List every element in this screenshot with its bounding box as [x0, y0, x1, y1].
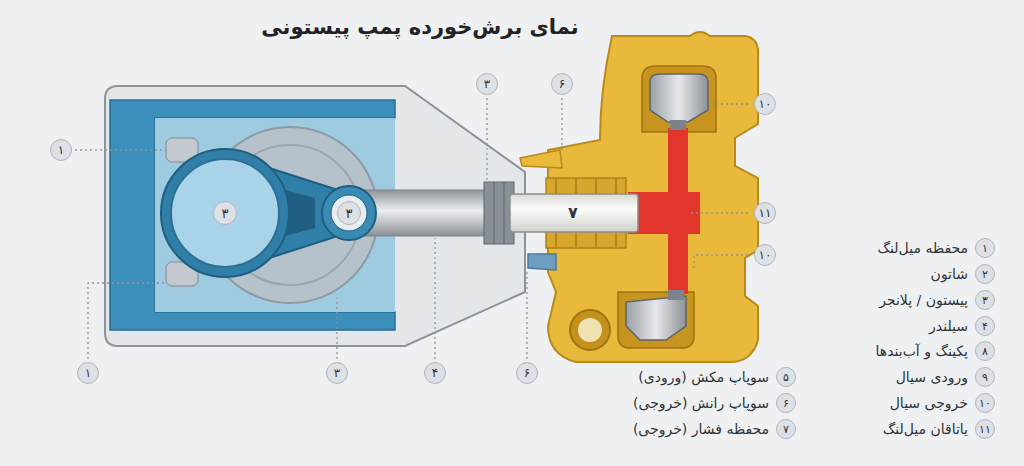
callout-number: ۶	[783, 398, 789, 409]
small-end	[322, 186, 376, 240]
callout-number: ۱۱	[979, 424, 991, 435]
part-name: یاتاقان میل‌لنگ	[883, 421, 968, 438]
callout-number: ۱۰	[759, 249, 772, 261]
plunger-rod	[360, 190, 488, 236]
callout-circle: ۱۰	[975, 393, 995, 413]
part-name: سوپاپ رانش (خروجی)	[633, 395, 769, 412]
part-name: محفظه میل‌لنگ	[878, 240, 968, 257]
callout-number: ۸	[982, 346, 988, 357]
callout-number: ۳	[484, 78, 490, 90]
head-fin	[520, 150, 562, 168]
callout-number: ۴	[432, 367, 438, 379]
callout-circle: ۱۱	[754, 202, 776, 224]
crankcase-housing	[105, 86, 525, 346]
callout-circle: ۳	[476, 73, 498, 95]
callout-circle: ۶	[551, 73, 573, 95]
callout-number: ۳	[334, 367, 340, 379]
callout-number: ۶	[524, 367, 530, 379]
callout-number: ۱۰	[759, 98, 772, 110]
part-name: خروجی سیال	[890, 395, 968, 412]
crank-disc	[171, 159, 279, 267]
callout-circle: ۲	[975, 264, 995, 284]
leader-line	[75, 98, 748, 359]
callout-number: ۱	[85, 367, 91, 379]
callout-circle: ۷	[776, 419, 796, 439]
callout-number: ۳	[222, 207, 229, 220]
crankcase-cavity	[155, 118, 395, 312]
callout-circle: ۵	[776, 367, 796, 387]
valve-chamber	[618, 292, 694, 348]
callout-circle: ۸	[975, 341, 995, 361]
crankcase-frame	[110, 100, 395, 330]
callout-circle: ۱۱	[975, 419, 995, 439]
callout-number: ۷	[783, 424, 789, 435]
callout-number: ۶	[559, 78, 565, 90]
callout-circle: ۴	[424, 362, 446, 384]
crank-ring	[161, 149, 289, 277]
part-name: ورودی سیال	[896, 369, 968, 386]
inlet-port	[570, 310, 610, 350]
part-name: سوپاپ مکش (ورودی)	[638, 369, 769, 386]
callout-circle: ۳	[975, 290, 995, 310]
discharge-valve	[650, 74, 708, 122]
callout-circle: ۱	[77, 362, 99, 384]
callout-circle: ۱	[50, 139, 72, 161]
callout-circle: ۹	[975, 367, 995, 387]
callout-number: ۳	[982, 295, 988, 306]
callout-circle: ۳	[337, 201, 361, 225]
piston	[510, 194, 638, 232]
part-name: شاتون	[931, 266, 968, 283]
valve-chamber	[642, 66, 716, 132]
callout-number: ۱۰	[979, 398, 991, 409]
callout-circle: ۳	[326, 362, 348, 384]
part-name: پیستون / پلانجر	[879, 292, 968, 309]
callout-number: ۱	[982, 243, 988, 254]
callout-number: ۱۱	[759, 207, 772, 219]
part-name: سیلندر	[929, 318, 968, 335]
callout-number: ۵	[783, 372, 789, 383]
callout-number: ۹	[982, 372, 988, 383]
suction-valve	[626, 296, 686, 340]
callout-circle: ۱۰	[754, 93, 776, 115]
diagram-title: نمای برش‌خورده پمپ پیستونی	[261, 15, 578, 40]
callout-circle: ۳	[213, 201, 237, 225]
small-end-pin	[331, 195, 367, 231]
part-number: ۷	[568, 203, 578, 222]
callout-number: ۱	[58, 144, 64, 156]
callout-circle: ۶	[516, 362, 538, 384]
part-name: محفظه فشار (خروجی)	[633, 421, 769, 438]
callout-number: ۴	[982, 321, 988, 332]
callout-number: ۲	[982, 269, 988, 280]
callout-circle: ۴	[975, 316, 995, 336]
callout-circle: ۶	[776, 393, 796, 413]
part-name: پکینگ و آب‌بندها	[876, 343, 968, 360]
pressure-chamber	[628, 192, 700, 234]
callout-number: ۳	[346, 207, 353, 220]
callout-circle: ۱۰	[754, 244, 776, 266]
head-fin	[528, 254, 556, 270]
callout-circle: ۱	[975, 238, 995, 258]
